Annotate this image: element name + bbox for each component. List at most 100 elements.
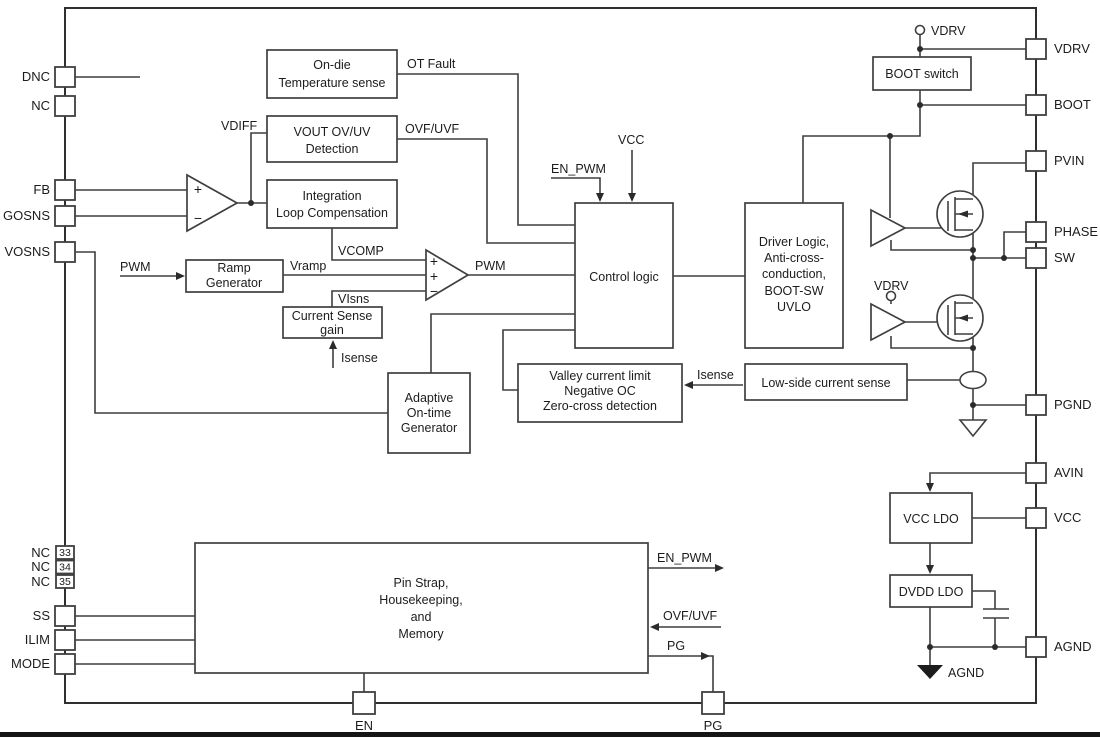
pin-label-mode: MODE <box>11 656 50 671</box>
signal-labels: OT Fault VDIFF OVF/UVF VCOMP Vramp VIsns… <box>120 24 984 680</box>
wire-pvin-rail <box>972 162 1026 371</box>
vcc-ldo-label: VCC LDO <box>903 512 959 526</box>
pin-agnd <box>1025 636 1047 658</box>
arrow-en-pwm-top-icon <box>596 193 604 202</box>
boot-switch-label: BOOT switch <box>885 67 958 81</box>
pin-dnc <box>54 66 76 88</box>
pin-avin <box>1025 462 1047 484</box>
arrowheads <box>176 193 934 660</box>
block-adaptive-on-time: Adaptive On-time Generator <box>387 372 471 454</box>
wire-ot-fault <box>397 73 575 226</box>
pin-ilim <box>54 629 76 651</box>
pin-vosns <box>54 241 76 263</box>
pin-number-35: 35 <box>59 576 71 588</box>
pwm-comparator: + + − <box>425 248 470 302</box>
arrow-ldo-chain-icon <box>926 565 934 574</box>
pin-gosns <box>54 205 76 227</box>
agnd-ground-icon <box>917 665 943 679</box>
ramp-label-2: Generator <box>206 276 262 290</box>
pin-label-pg: PG <box>704 718 723 733</box>
block-vout-detection: VOUT OV/UV Detection <box>266 115 398 163</box>
right-pins: VDRV BOOT PVIN PHASE SW PGND AVIN VCC AG… <box>1025 38 1098 658</box>
bottom-pins: EN PG <box>352 691 725 733</box>
temp-sense-label-1: On-die <box>313 58 351 72</box>
wire-ovf-uvf-top <box>397 138 575 244</box>
cs-gain-label-2: gain <box>320 323 344 337</box>
high-side-gate-driver <box>870 208 907 248</box>
pin-label-pvin: PVIN <box>1054 153 1084 168</box>
pin-sw <box>1025 247 1047 269</box>
left-pins: DNC NC FB GOSNS VOSNS NC NC NC SS ILIM M… <box>3 66 76 675</box>
pin-nc-35 <box>55 574 75 589</box>
vout-det-label-2: Detection <box>306 142 359 156</box>
vdrv-ls-terminal-icon <box>885 290 897 302</box>
signal-ot-fault: OT Fault <box>407 57 456 71</box>
wire-vcomp <box>331 228 426 261</box>
vout-det-label-1: VOUT OV/UV <box>294 125 372 139</box>
block-vcc-ldo: VCC LDO <box>889 492 973 544</box>
signal-pwm-out: PWM <box>475 259 506 273</box>
comparator-input2-symbol: + <box>430 268 438 284</box>
wire-phase <box>1003 231 1026 258</box>
pin-label-gosns: GOSNS <box>3 208 50 223</box>
signal-vdiff: VDIFF <box>221 119 257 133</box>
pin-fb <box>54 179 76 201</box>
pin-strap-label-1: Pin Strap, <box>394 576 449 590</box>
arrow-pg-out-icon <box>701 652 710 660</box>
control-logic-label: Control logic <box>589 270 658 284</box>
wire-avin <box>929 472 1026 486</box>
pin-label-nc33: NC <box>31 545 50 560</box>
pin-label-en: EN <box>355 718 373 733</box>
signal-en-pwm-top: EN_PWM <box>551 162 606 176</box>
integration-label-2: Loop Compensation <box>276 206 388 220</box>
pin-label-boot: BOOT <box>1054 97 1091 112</box>
pin-pgnd <box>1025 394 1047 416</box>
signal-vcc-top: VCC <box>618 133 644 147</box>
pin-vcc <box>1025 507 1047 529</box>
block-boot-switch: BOOT switch <box>872 56 972 91</box>
pin-label-agnd: AGND <box>1054 639 1092 654</box>
ls-sense-label: Low-side current sense <box>761 376 890 390</box>
dvdd-ldo-label: DVDD LDO <box>899 585 964 599</box>
signal-vdrv-top: VDRV <box>931 24 966 38</box>
pin-label-vcc: VCC <box>1054 510 1081 525</box>
opamp-minus-symbol: − <box>194 210 202 226</box>
pin-mode <box>54 653 76 675</box>
aot-label-3: Generator <box>401 421 457 435</box>
comparator-input1-symbol: + <box>430 253 438 269</box>
wire-dvdd-cap-top <box>972 590 996 609</box>
signal-visns: VIsns <box>338 292 369 306</box>
pin-label-fb: FB <box>33 182 50 197</box>
pin-label-pgnd: PGND <box>1054 397 1092 412</box>
driver-label-1: Driver Logic, <box>759 235 829 249</box>
integration-label-1: Integration <box>302 189 361 203</box>
block-temp-sense: On-die Temperature sense <box>266 49 398 99</box>
ramp-label-1: Ramp <box>217 261 250 275</box>
pin-label-vosns: VOSNS <box>4 244 50 259</box>
arrow-isense-valley-icon <box>684 381 693 389</box>
signal-ovf-uvf-top: OVF/UVF <box>405 122 460 136</box>
pin-label-nc34: NC <box>31 559 50 574</box>
pin-label-sw: SW <box>1054 250 1076 265</box>
pin-number-34: 34 <box>59 562 71 574</box>
pin-number-33: 33 <box>59 547 71 559</box>
wire-driver-boot <box>802 90 921 203</box>
signal-isense-cs: Isense <box>341 351 378 365</box>
arrow-pwm-in-icon <box>176 272 185 280</box>
vdrv-terminal-icon <box>914 24 926 36</box>
pin-nc-top <box>54 95 76 117</box>
arrow-vcc-top-icon <box>628 193 636 202</box>
bottom-rule <box>0 732 1100 737</box>
wire-visns <box>331 290 426 307</box>
block-current-sense-gain: Current Sense gain <box>282 306 383 339</box>
pin-label-nc: NC <box>31 98 50 113</box>
pin-label-ss: SS <box>33 608 51 623</box>
mosfet-high-side <box>936 190 984 238</box>
block-pin-strap: Pin Strap, Housekeeping, and Memory <box>194 542 649 674</box>
signal-pwm-in: PWM <box>120 260 151 274</box>
driver-label-4: BOOT-SW <box>764 284 823 298</box>
pin-strap-label-3: and <box>411 610 432 624</box>
pin-pvin <box>1025 150 1047 172</box>
pin-phase <box>1025 221 1047 243</box>
